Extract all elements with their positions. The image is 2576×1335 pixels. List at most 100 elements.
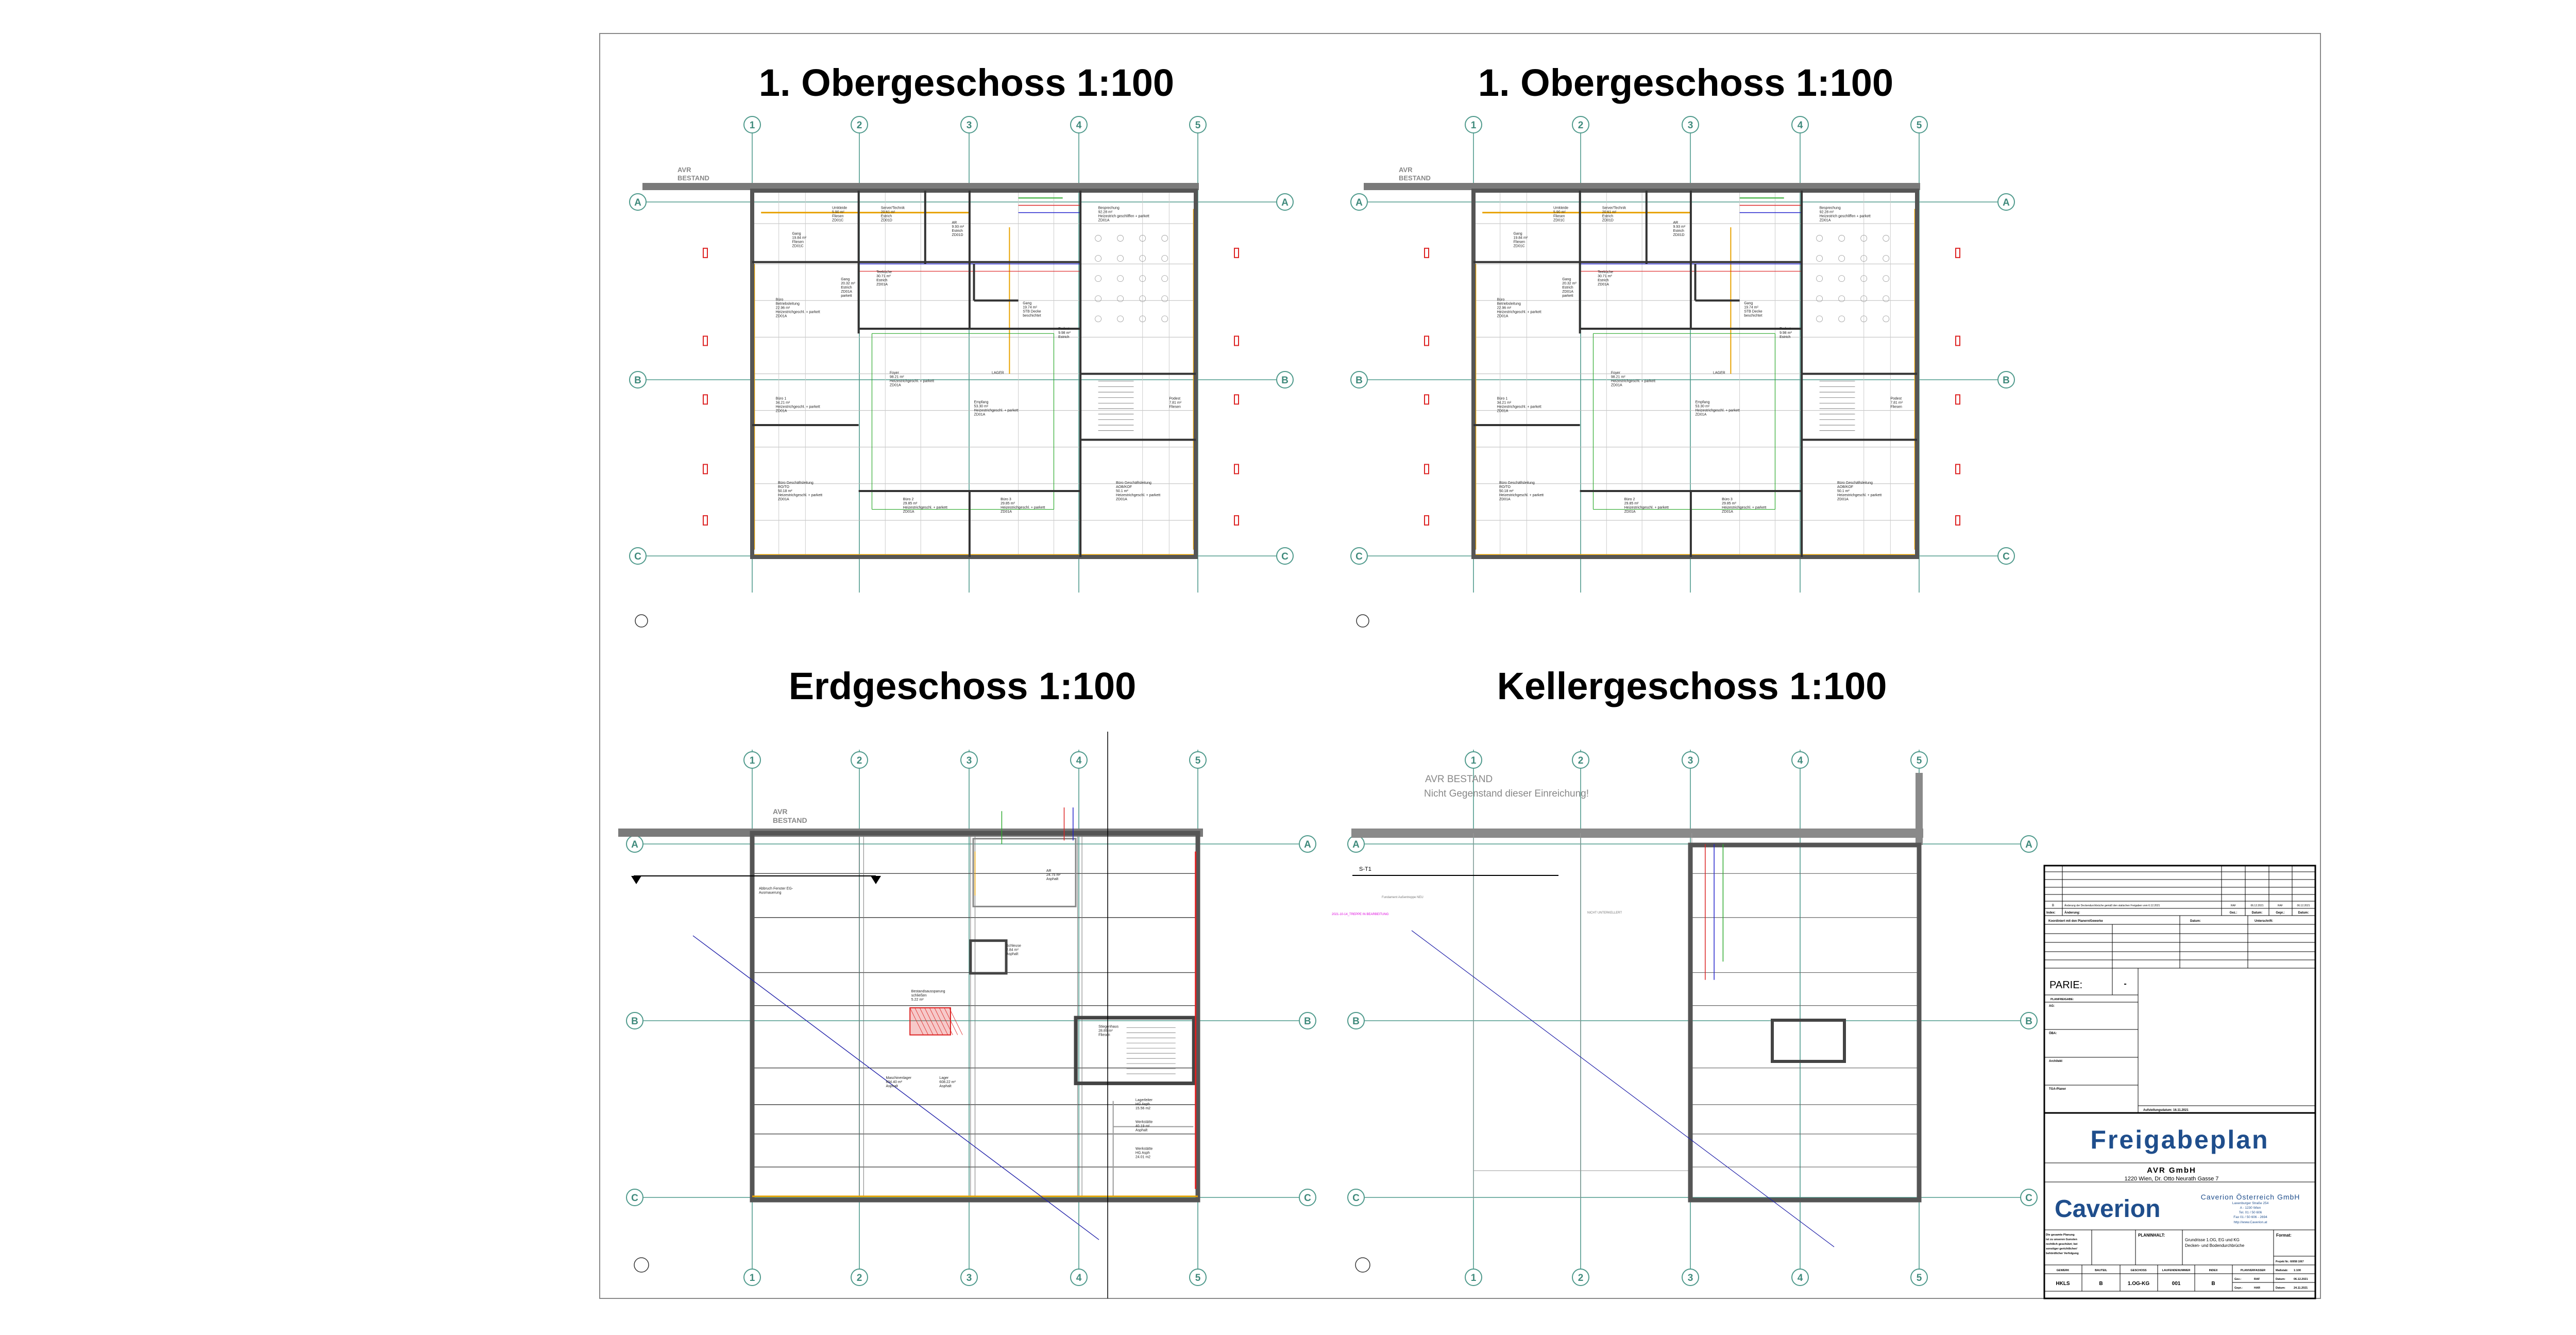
room-label: 29.85 m²: [903, 502, 918, 505]
table-chair: [1838, 295, 1845, 302]
room-label: 22.96 m²: [776, 306, 790, 310]
grid-bubble: [1347, 1012, 1365, 1029]
grid-bubble: [743, 116, 761, 133]
opening-marker: [1955, 515, 1960, 526]
project-number: Projekt Nr.: 60058 1067: [2276, 1260, 2304, 1263]
scale-label: Maßstab:: [2276, 1269, 2288, 1272]
elevator-shaft: [969, 939, 1008, 975]
room-label: Podest: [1780, 327, 1791, 331]
room-label: 98.21 m²: [1611, 376, 1625, 379]
room-label: 92.28 m²: [1820, 211, 1834, 214]
grid-bubble: [1465, 751, 1482, 769]
header-gepr: Gepr.:: [2276, 911, 2284, 915]
room-label: ZD01A: [778, 498, 789, 501]
grid-bubble-label: B: [2003, 375, 2010, 386]
bestand-label: AVR: [677, 166, 691, 174]
room-label: 5.22 m²: [911, 998, 924, 1002]
room-label: Estrich: [1562, 286, 1573, 290]
room-label: 9.93 m²: [1673, 225, 1685, 229]
room-label: Umkleide: [832, 207, 847, 210]
revision-change: Änderung der Deckendurchbrüche gemäß den…: [2064, 904, 2160, 907]
room-label: Estrich: [952, 229, 963, 233]
room-label: Büro: [776, 298, 784, 301]
grid-bubble-label: B: [1355, 375, 1363, 386]
grid-bubble: [1276, 547, 1294, 565]
grid-bubble: [960, 116, 978, 133]
room-label: Heizestrich geschliffen + parkett: [1098, 215, 1149, 218]
room-label: ZD01A: [1611, 384, 1622, 387]
sheet-border: [599, 33, 2321, 1299]
grid-bubble: [2020, 835, 2038, 853]
disclaimer-line: rechtlich geschützt; bei: [2046, 1243, 2078, 1246]
table-chair: [1117, 255, 1124, 262]
grid-bubble-label: A: [1304, 839, 1311, 850]
grid-bubble-label: 3: [967, 120, 972, 131]
room-label: 50.1 m²: [1837, 489, 1850, 493]
grid-bubble-label: 3: [967, 1273, 972, 1283]
room-label: 29.85 m²: [1722, 502, 1736, 505]
table-chair: [1816, 235, 1823, 242]
room-label: 40.19 m²: [1136, 1124, 1150, 1128]
room-label: Heizestrichgeschl. + parkett: [1722, 506, 1766, 510]
planinhalt-label: PLANINHALT:: [2138, 1233, 2165, 1238]
grid-bubble-label: 5: [1195, 1273, 1201, 1283]
room-label: Empfang: [1696, 400, 1710, 404]
table-chair: [1117, 275, 1124, 282]
hatch-line: [939, 1007, 953, 1035]
value-index: B: [2211, 1281, 2215, 1287]
room-label: 19.84 m²: [792, 236, 806, 240]
grid-bubble-label: B: [1281, 375, 1289, 386]
room-label: Heizestrichgeschl. + parkett: [1497, 405, 1541, 409]
grid-bubble: [1276, 193, 1294, 211]
grid-bubble: [1070, 116, 1088, 133]
revision-date2: 06.12.2021: [2297, 904, 2310, 907]
room-label: RO/TO: [778, 485, 790, 489]
room-label: Besprechung: [1098, 207, 1120, 210]
room-label: 50.1 m²: [1116, 489, 1128, 493]
opening-marker: [1234, 247, 1239, 258]
title-block: B Änderung der Deckendurchbrüche gemäß d…: [2043, 865, 2316, 1299]
grid-bubble-label: 4: [1076, 120, 1082, 131]
date2-value: 24.11.2021: [2294, 1287, 2308, 1290]
room-label: Werkstätte: [1136, 1147, 1153, 1151]
room-label: Lager: [939, 1076, 949, 1080]
room-label: Heizestrich geschliffen + parkett: [1820, 215, 1871, 218]
planinhalt-line: Grundrisse 1.OG, EG und KG: [2185, 1238, 2240, 1242]
room-label: schließen: [911, 994, 927, 998]
room-label: 19.74 m²: [1023, 306, 1037, 309]
room-label: parkett: [841, 294, 852, 298]
grid-bubble-label: B: [2025, 1016, 2032, 1027]
table-chair: [1860, 315, 1868, 323]
grid-bubble-label: 4: [1798, 120, 1803, 131]
table-chair: [1883, 235, 1890, 242]
table-chair: [1883, 255, 1890, 262]
date-label: Datum:: [2276, 1278, 2285, 1281]
room-label: Teeküche: [876, 271, 892, 274]
room-label: Fliesen: [832, 215, 844, 218]
room-label: Ausmauerung: [759, 891, 782, 895]
north-arrow-icon: [635, 614, 648, 628]
room-label: RO/TO: [1499, 485, 1511, 489]
grid-bubble-label: C: [1304, 1193, 1311, 1204]
north-arrow-icon: [1356, 614, 1369, 628]
client-name: AVR GmbH: [2147, 1166, 2196, 1175]
hatch-line: [944, 1007, 958, 1035]
room-label: 98.21 m²: [890, 376, 904, 379]
format-label: Format:: [2276, 1233, 2292, 1238]
basement-wall: [1688, 842, 1922, 1203]
grid-bubble-label: 3: [1688, 755, 1693, 766]
room-label: Heizestrichgeschl. + parkett: [974, 409, 1019, 412]
section-label: S-T1: [1359, 866, 1371, 872]
opening-marker: [1424, 394, 1429, 405]
table-chair: [1860, 295, 1868, 302]
room-label: Asphalt: [886, 1085, 898, 1088]
header-date: Datum:: [2252, 911, 2263, 915]
room-label: Fliesen: [1513, 240, 1525, 244]
table-chair: [1117, 235, 1124, 242]
plan-info-table: Die gesamte Planung ist zu unseren Gunst…: [2044, 1230, 2315, 1292]
grid-bubble: [1189, 1269, 1207, 1286]
room-label: 7.81 m²: [1890, 401, 1903, 404]
value-laufendenummer: 001: [2172, 1281, 2181, 1287]
grid-bubble-label: 1: [750, 120, 755, 131]
grid-bubble: [1910, 116, 1928, 133]
